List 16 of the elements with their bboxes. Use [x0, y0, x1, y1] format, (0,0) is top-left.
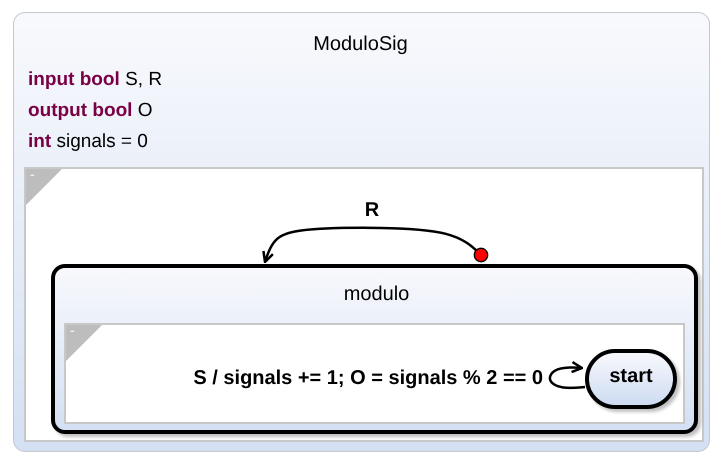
transition-label: S / signals += 1; O = signals % 2 == 0	[191, 367, 545, 389]
state-name: ModuloSig	[312, 33, 409, 56]
declaration: input bool S, R	[28, 69, 162, 91]
region-box	[24, 167, 704, 442]
declaration: output bool O	[28, 100, 153, 122]
state-name: modulo	[342, 283, 410, 306]
collapse-label: -	[70, 322, 75, 338]
region-box	[64, 323, 685, 424]
state-box	[13, 12, 710, 452]
state-box	[51, 264, 698, 434]
collapse-label: -	[30, 166, 35, 182]
declaration: int signals = 0	[28, 131, 148, 153]
transition-arrow	[548, 360, 586, 390]
transition-arrow	[262, 226, 488, 264]
state-name: start	[608, 365, 654, 388]
state-box	[585, 349, 677, 409]
